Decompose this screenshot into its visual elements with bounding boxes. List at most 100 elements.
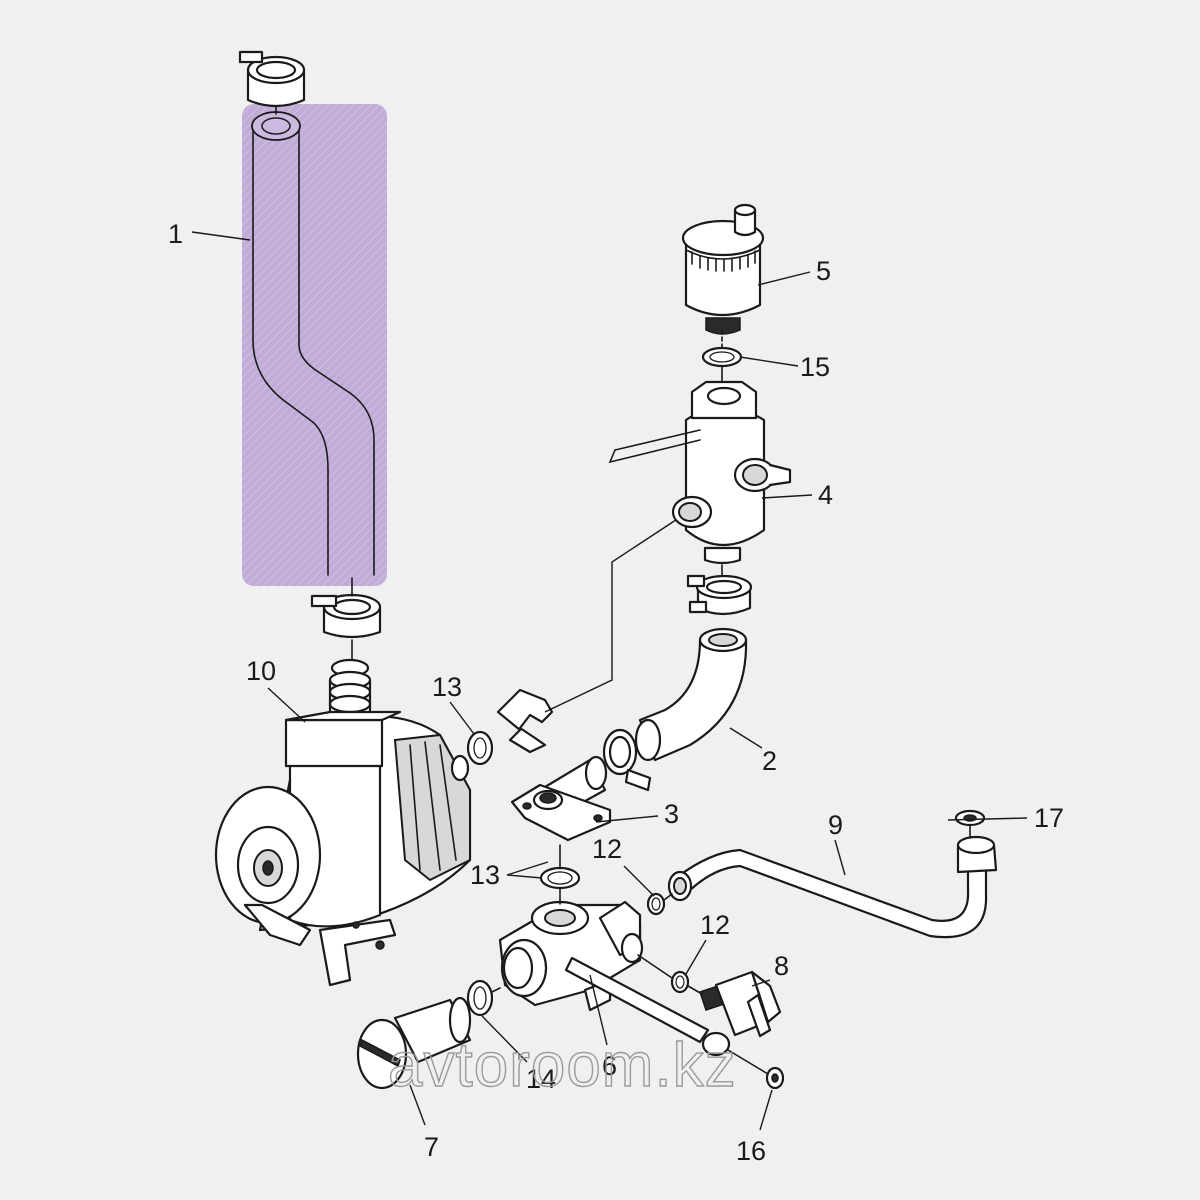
o-ring-12a <box>646 892 666 916</box>
vent-thread <box>705 317 741 335</box>
flange-hole-right <box>593 814 603 822</box>
callout-9: 9 <box>828 810 843 840</box>
elbow-top-bore <box>708 633 738 647</box>
pump-terminal-box <box>284 718 384 768</box>
bypass-pipe[interactable] <box>564 956 731 1057</box>
hose-outline-left <box>252 129 329 576</box>
clamp-tab <box>624 768 652 792</box>
middle-hose-clamp[interactable] <box>686 574 753 616</box>
plug-end <box>448 996 472 1044</box>
vent-knurl <box>691 250 756 272</box>
pipe-part-3[interactable] <box>510 755 612 842</box>
air-vent-part-5[interactable] <box>681 203 765 335</box>
o-ring-part-12-lower[interactable] <box>670 970 690 994</box>
callout-6: 6 <box>602 1051 617 1081</box>
sensor-connector <box>746 993 772 1038</box>
o-ring-14-bore <box>473 986 487 1010</box>
separator-part-4[interactable] <box>608 380 792 565</box>
separator-side-bore <box>742 464 768 486</box>
volute-rib-1 <box>409 744 421 871</box>
o-ring-15 <box>701 346 743 368</box>
watermark-text: avtoroom.kz <box>388 1031 737 1100</box>
clamp-bore <box>332 598 372 616</box>
pump-inlet-ribs <box>328 658 372 714</box>
o-ring-part-13-lower[interactable] <box>539 866 581 890</box>
separator-top-port <box>706 386 742 406</box>
lower-hose-clamp[interactable] <box>310 577 382 663</box>
callout-15: 15 <box>800 352 830 382</box>
o-ring-12a-bore <box>651 897 661 911</box>
hose-part-1[interactable] <box>242 99 387 586</box>
pipe-9-nut-top <box>956 835 996 855</box>
callout-5: 5 <box>816 256 831 286</box>
flange-hole-left <box>522 802 532 810</box>
o-ring <box>539 866 581 890</box>
vent-nipple-tip <box>733 203 757 217</box>
valve-right-port <box>620 932 644 964</box>
top-hose-clamp[interactable] <box>238 50 306 108</box>
clip-part-13[interactable] <box>466 688 554 766</box>
pump-shaft <box>262 860 274 876</box>
pump-part-10[interactable] <box>214 658 472 987</box>
plug-part-7[interactable] <box>356 996 472 1090</box>
valve-side-port-inner <box>502 946 534 990</box>
washer-part-16[interactable] <box>765 1066 785 1090</box>
washer-16-bore <box>771 1073 779 1083</box>
leader-4-to-clip <box>544 511 689 713</box>
assembly-axes <box>491 329 971 1075</box>
o-ring-14 <box>466 979 494 1017</box>
callout-1: 1 <box>168 219 183 249</box>
elbow-hose-part-2[interactable] <box>634 627 748 762</box>
elbow-lower-end <box>634 718 662 762</box>
sensor-part-8[interactable] <box>699 970 782 1038</box>
o-ring-12b <box>670 970 690 994</box>
bracket-screw <box>352 921 360 929</box>
clamp-ring-bore <box>608 735 632 769</box>
o-ring-part-14[interactable] <box>466 979 494 1017</box>
elbow-hose <box>638 638 748 762</box>
bypass-rod <box>564 956 710 1044</box>
callout-7: 7 <box>424 1132 439 1162</box>
vent-nipple <box>733 208 757 237</box>
clamp-bore <box>705 579 743 595</box>
o-ring-part-12-upper[interactable] <box>646 892 666 916</box>
washer-part-17[interactable] <box>954 809 986 827</box>
o-ring-15-bore <box>709 351 735 363</box>
pipe-9-bore <box>673 877 687 895</box>
valve-top-bore <box>544 909 576 927</box>
callout-17: 17 <box>1034 803 1064 833</box>
separator-tab <box>768 463 792 487</box>
callout-10: 10 <box>246 656 276 686</box>
hose-outline-right <box>298 129 375 576</box>
clamp-tab-lower <box>688 600 708 614</box>
pump-foot-left <box>243 903 312 947</box>
separator-outlet <box>703 546 742 565</box>
callout-13-upper: 13 <box>432 672 462 702</box>
callout-14: 14 <box>526 1064 556 1094</box>
hose-top-bore <box>261 117 291 135</box>
hose-top-end <box>251 111 301 141</box>
callout-13-lower: 13 <box>470 860 500 890</box>
pipe-hose-clamp[interactable] <box>602 728 652 792</box>
fork-clip <box>496 688 554 754</box>
retaining-pin <box>608 429 701 464</box>
callout-8: 8 <box>774 951 789 981</box>
volute-rib-2 <box>424 741 441 871</box>
callout-2: 2 <box>762 746 777 776</box>
volute-rib-3 <box>439 744 457 861</box>
clamp-tab <box>310 594 338 608</box>
pipe-end <box>584 755 608 791</box>
o-ring-upper-bore <box>473 737 487 759</box>
o-ring-part-15[interactable] <box>701 346 743 368</box>
callout-12-upper: 12 <box>592 834 622 864</box>
callout-4: 4 <box>818 480 833 510</box>
terminal-box-top <box>284 710 402 722</box>
bracket-bolt <box>375 940 385 950</box>
separator-front-bore <box>678 502 702 522</box>
callout-labels: 1 5 15 4 10 13 2 3 9 17 12 13 12 8 6 14 … <box>168 219 1064 1166</box>
clamp-tab <box>686 574 706 588</box>
o-ring-12b-bore <box>675 975 685 989</box>
pipe-part-9[interactable] <box>667 835 998 939</box>
